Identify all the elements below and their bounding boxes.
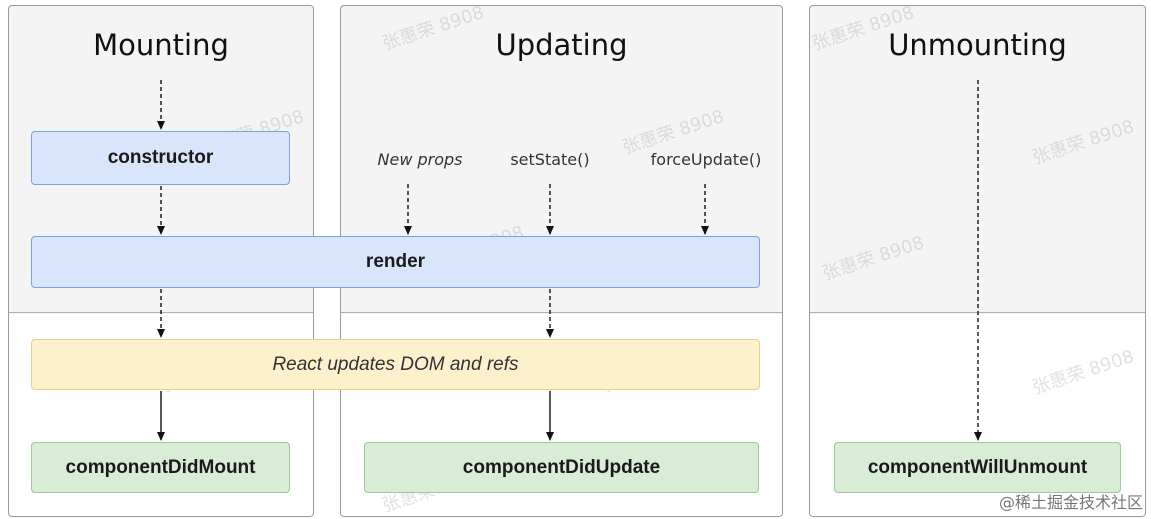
did-mount-node: componentDidMount xyxy=(31,442,290,493)
will-unmount-node: componentWillUnmount xyxy=(834,442,1121,493)
updating-divider xyxy=(341,312,782,313)
did-update-node: componentDidUpdate xyxy=(364,442,759,493)
trigger-force-update: forceUpdate() xyxy=(650,150,762,169)
updating-title: Updating xyxy=(495,28,628,62)
mounting-title: Mounting xyxy=(93,28,229,62)
render-node: render xyxy=(31,236,760,288)
unmounting-title: Unmounting xyxy=(888,28,1067,62)
source-credit: @稀土掘金技术社区 xyxy=(998,493,1143,512)
dom-update-node: React updates DOM and refs xyxy=(31,339,760,390)
trigger-set-state: setState() xyxy=(510,150,590,169)
constructor-node: constructor xyxy=(31,131,290,185)
trigger-new-props: New props xyxy=(377,150,463,169)
